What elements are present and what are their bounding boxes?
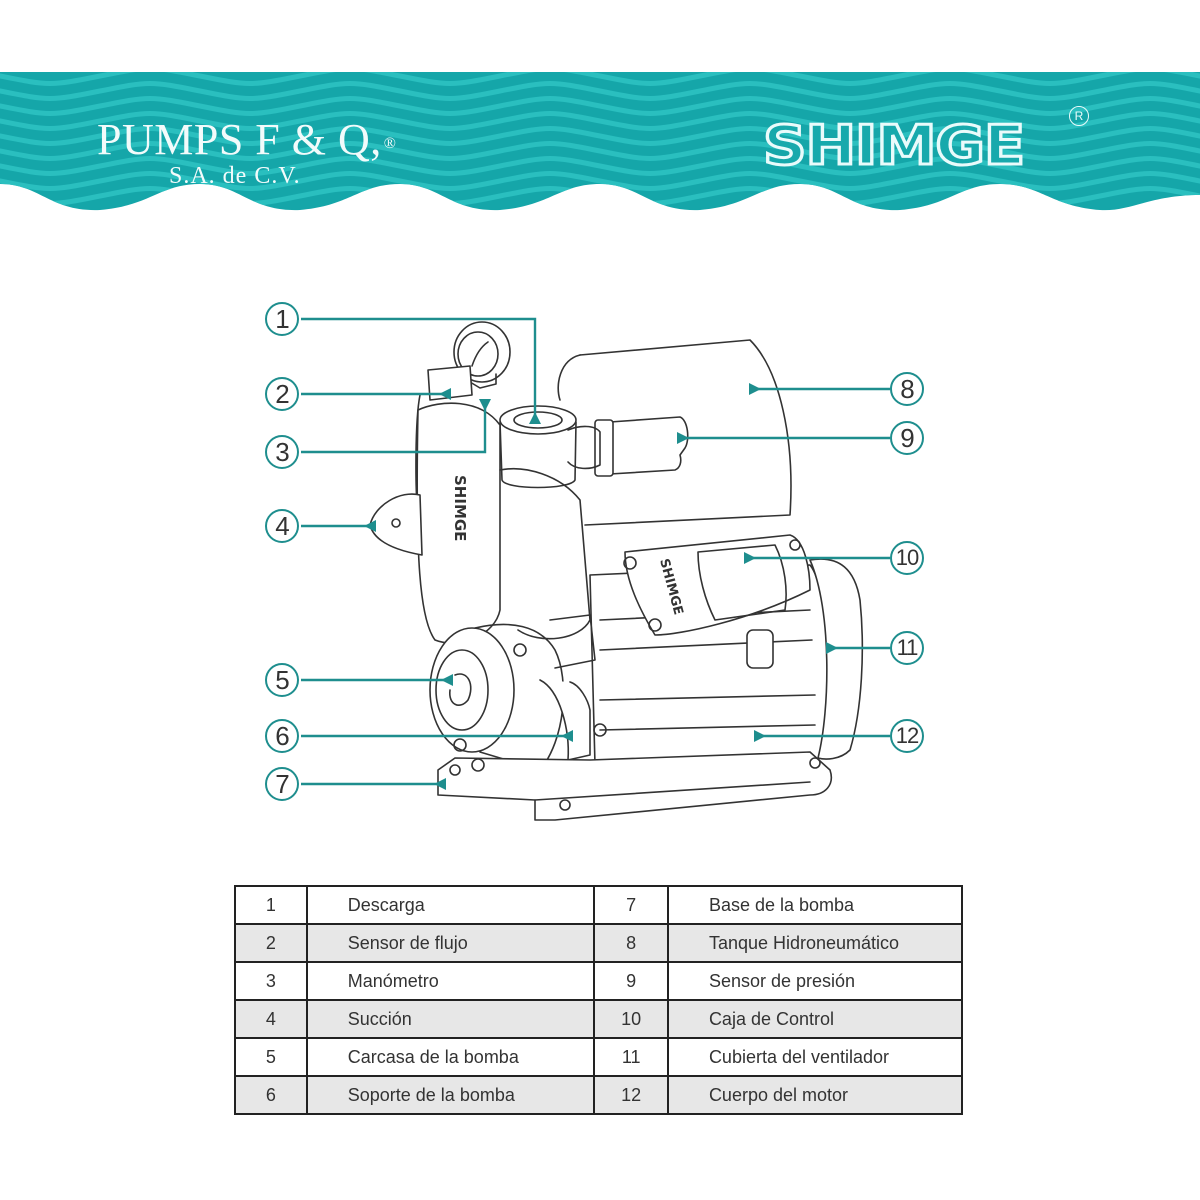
part-name: Sensor de presión: [666, 961, 964, 1001]
part-number: 6: [234, 1075, 308, 1115]
wave-line: [0, 111, 1200, 131]
wave-line: [0, 186, 1200, 206]
callout-7: 7: [265, 767, 299, 801]
part-number: 8: [593, 923, 669, 963]
brand-left-subtitle: S.A. de C.V.: [169, 163, 301, 189]
wave-line: [0, 96, 1200, 116]
pump-base: [437, 751, 832, 821]
callout-3: 3: [265, 435, 299, 469]
part-number: 2: [234, 923, 308, 963]
callout-9: 9: [890, 421, 924, 455]
pressure-sensor: [609, 416, 689, 475]
part-name: Succión: [305, 999, 596, 1039]
callout-4: 4: [265, 509, 299, 543]
suction-inlet: [369, 493, 423, 556]
part-number: 3: [234, 961, 308, 1001]
wave-line: [0, 141, 1200, 161]
wave-background: [0, 72, 1200, 211]
leader-line-3: [301, 399, 491, 454]
part-name: Manómetro: [305, 961, 596, 1001]
housing-brand-text: SHIMGE: [451, 475, 469, 541]
callout-1: 1: [265, 302, 299, 336]
part-name: Cubierta del ventilador: [666, 1037, 964, 1077]
callout-5: 5: [265, 663, 299, 697]
callout-8: 8: [890, 372, 924, 406]
callout-10: 10: [890, 541, 924, 575]
callout-6: 6: [265, 719, 299, 753]
leader-line-1: [301, 317, 541, 424]
part-number: 5: [234, 1037, 308, 1077]
brand-shimge-logo: SHIMGE R: [761, 106, 1089, 175]
wave-line: [0, 72, 1200, 86]
brand-left-name: PUMPS F & Q,: [97, 115, 382, 164]
wave-line: [0, 81, 1200, 101]
cable-gland: [746, 629, 774, 669]
brand-pumps-fq: PUMPS F & Q,® S.A. de C.V.: [97, 115, 397, 189]
registered-mark: ®: [383, 135, 397, 152]
pump-illustration: SHIMGE SHIMGE: [369, 321, 864, 821]
pump-diagram: SHIMGE SHIMGE: [250, 290, 970, 850]
pump-casing: [429, 627, 515, 753]
part-name: Carcasa de la bomba: [305, 1037, 596, 1077]
brand-right-name: SHIMGE: [761, 114, 1027, 177]
part-number: 4: [234, 999, 308, 1039]
part-number: 12: [593, 1075, 669, 1115]
wave-line: [0, 126, 1200, 146]
part-name: Sensor de flujo: [305, 923, 596, 963]
part-number: 7: [593, 885, 669, 925]
callout-11: 11: [890, 631, 924, 665]
part-name: Caja de Control: [666, 999, 964, 1039]
part-name: Descarga: [305, 885, 596, 925]
leader-lines: [301, 317, 890, 790]
part-number: 10: [593, 999, 669, 1039]
part-name: Base de la bomba: [666, 885, 964, 925]
part-name: Soporte de la bomba: [305, 1075, 596, 1115]
callout-2: 2: [265, 377, 299, 411]
part-number: 1: [234, 885, 308, 925]
part-number: 11: [593, 1037, 669, 1077]
wave-line: [0, 171, 1200, 191]
part-name: Tanque Hidroneumático: [666, 923, 964, 963]
wave-line: [0, 156, 1200, 176]
part-number: 9: [593, 961, 669, 1001]
header-banner: PUMPS F & Q,® S.A. de C.V. SHIMGE R: [0, 72, 1200, 217]
fan-cover: [809, 558, 864, 760]
registered-mark-icon: R: [1069, 106, 1089, 126]
callout-12: 12: [890, 719, 924, 753]
part-name: Cuerpo del motor: [666, 1075, 964, 1115]
